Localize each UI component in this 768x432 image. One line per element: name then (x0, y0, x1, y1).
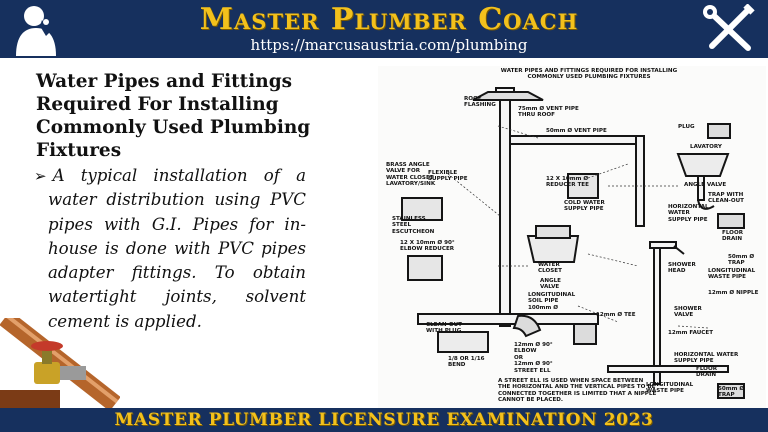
label-street-ell-note: A STREET ELL IS USED WHEN SPACE BETWEEN … (498, 378, 657, 404)
label-longitudinal-soil: LONGITUDINAL SOIL PIPE 100mm Ø (528, 292, 576, 311)
footer-banner: MASTER PLUMBER LICENSURE EXAMINATION 202… (0, 408, 768, 432)
label-shower-valve: SHOWER VALVE (674, 306, 702, 319)
label-cold-water-supply: COLD WATER SUPPLY PIPE (564, 200, 605, 213)
label-stainless-escutcheon: STAINLESS STEEL ESCUTCHEON (392, 216, 435, 235)
label-bend: 1/8 OR 1/16 BEND (448, 356, 485, 369)
thinking-person-icon (16, 6, 56, 56)
label-longitudinal-waste: LONGITUDINAL WASTE PIPE (708, 268, 756, 281)
label-flexible-supply: FLEXIBLE SUPPLY PIPE (428, 170, 468, 183)
diagram-title: WATER PIPES AND FITTINGS REQUIRED FOR IN… (500, 68, 678, 81)
label-longitudinal-waste-2: LONGITUDINAL WASTE PIPE (646, 382, 694, 395)
label-trap-50: 50mm Ø TRAP (728, 254, 755, 267)
label-roof-flashing: ROOF FLASHING (464, 96, 496, 109)
label-horizontal-supply-2: HORIZONTAL WATER SUPPLY PIPE (674, 352, 739, 365)
plumbing-diagram: WATER PIPES AND FITTINGS REQUIRED FOR IN… (378, 66, 766, 408)
label-elbow-reducer: 12 X 10mm Ø 90° ELBOW REDUCER (400, 240, 455, 253)
diagram-lines (401, 87, 745, 399)
label-shower-head: SHOWER HEAD (668, 262, 696, 275)
label-tee-12: 12mm Ø TEE (596, 312, 636, 318)
pipe-valve-illustration (0, 318, 120, 408)
label-reducer-tee: 12 X 10mm Ø REDUCER TEE (546, 176, 589, 189)
header-title: Master Plumber Coach (199, 2, 579, 37)
label-lavatory: LAVATORY (690, 144, 722, 150)
bullet-arrow-icon: ➢ (34, 167, 47, 185)
label-water-closet: WATER CLOSET (538, 262, 562, 275)
footer-text: MASTER PLUMBER LICENSURE EXAMINATION 202… (114, 410, 654, 430)
label-plug: PLUG (678, 124, 695, 130)
label-clean-out: CLEAN-OUT WITH PLUG (426, 322, 462, 335)
label-trap-50-2: 50mm Ø TRAP (718, 386, 745, 399)
label-vent-pipe-75: 75mm Ø VENT PIPE THRU ROOF (518, 106, 579, 119)
label-trap-cleanout: TRAP WITH CLEAN-OUT (708, 192, 744, 205)
header-url[interactable]: https://marcusaustria.com/plumbing (250, 36, 528, 54)
label-floor-drain: FLOOR DRAIN (722, 230, 744, 243)
wrench-screwdriver-icon (703, 4, 755, 51)
label-angle-valve-2: ANGLE VALVE (540, 278, 561, 291)
label-brass-angle-valve: BRASS ANGLE VALVE FOR WATER CLOSET LAVAT… (386, 162, 436, 188)
label-floor-drain-2: FLOOR DRAIN (696, 366, 718, 379)
label-nipple: 12mm Ø NIPPLE (708, 290, 759, 296)
label-angle-valve: ANGLE VALVE (684, 182, 727, 188)
bullet-point: ➢A typical installation of a water distr… (34, 164, 306, 334)
label-faucet: 12mm FAUCET (668, 330, 714, 336)
header-banner: Master Plumber Coach https://marcusaustr… (0, 0, 768, 58)
label-elbow-90: 12mm Ø 90° ELBOW OR 12mm Ø 90° STREET EL… (514, 342, 553, 374)
slide-title: Water Pipes and Fittings Required For In… (36, 71, 311, 161)
bullet-text: A typical installation of a water distri… (48, 166, 306, 331)
label-vent-pipe-50: 50mm Ø VENT PIPE (546, 128, 607, 134)
label-horizontal-supply: HORIZONTAL WATER SUPPLY PIPE (668, 204, 709, 223)
